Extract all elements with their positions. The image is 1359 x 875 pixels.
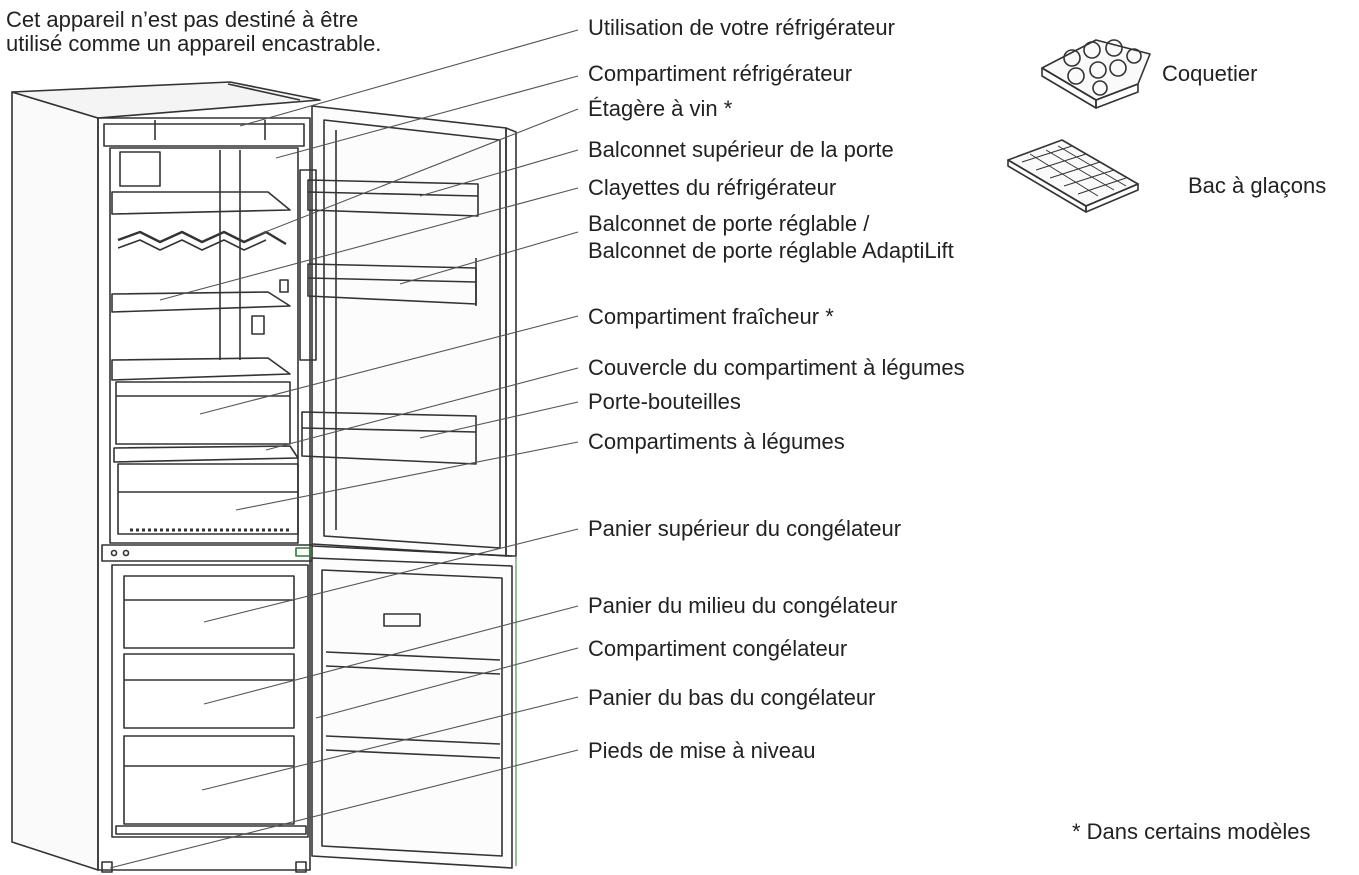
label-bottle-holder: Porte-bouteilles	[588, 389, 741, 414]
label-wine-shelf: Étagère à vin *	[588, 96, 733, 121]
label-fridge-shelves: Clayettes du réfrigérateur	[588, 175, 837, 200]
label-freezer-lower-basket: Panier du bas du congélateur	[588, 685, 876, 710]
leader-lines	[109, 29, 579, 869]
fridge-interior	[109, 147, 299, 544]
built-in-warning-note: Cet appareil n’est pas destiné à être ut…	[6, 8, 381, 56]
control-strip	[101, 544, 313, 562]
label-leveling-feet: Pieds de mise à niveau	[588, 738, 816, 763]
accessory-ice-tray-label: Bac à glaçons	[1188, 173, 1327, 198]
label-freezer-middle-basket: Panier du milieu du congélateur	[588, 593, 898, 618]
label-crisper-drawers: Compartiments à légumes	[588, 429, 845, 454]
warning-line-2: utilisé comme un appareil encastrable.	[6, 31, 382, 56]
label-freezer-compartment: Compartiment congélateur	[588, 636, 848, 661]
label-adjustable-bin-line-2: Balconnet de porte réglable AdaptiLift	[588, 238, 954, 263]
label-fridge-compartment: Compartiment réfrigérateur	[588, 61, 853, 86]
fridge-cabinet	[11, 81, 321, 871]
label-freezer-upper-basket: Panier supérieur du congélateur	[588, 516, 902, 541]
warning-line-1: Cet appareil n’est pas destiné à être	[6, 7, 359, 32]
label-usage: Utilisation de votre réfrigérateur	[588, 15, 895, 40]
label-upper-door-bin: Balconnet supérieur de la porte	[588, 137, 894, 162]
freezer-interior	[111, 564, 309, 838]
label-adjustable-bin-line-1: Balconnet de porte réglable /	[588, 211, 870, 236]
accessory-egg-tray-label: Coquetier	[1162, 61, 1258, 86]
freezer-door	[311, 545, 517, 869]
footnote-some-models: * Dans certains modèles	[1072, 819, 1311, 844]
ice-tray-icon	[1007, 139, 1139, 213]
label-fresh-compartment: Compartiment fraîcheur *	[588, 304, 834, 329]
label-crisper-cover: Couvercle du compartiment à légumes	[588, 355, 965, 380]
egg-tray-icon	[1041, 39, 1151, 109]
fridge-door	[299, 105, 517, 557]
